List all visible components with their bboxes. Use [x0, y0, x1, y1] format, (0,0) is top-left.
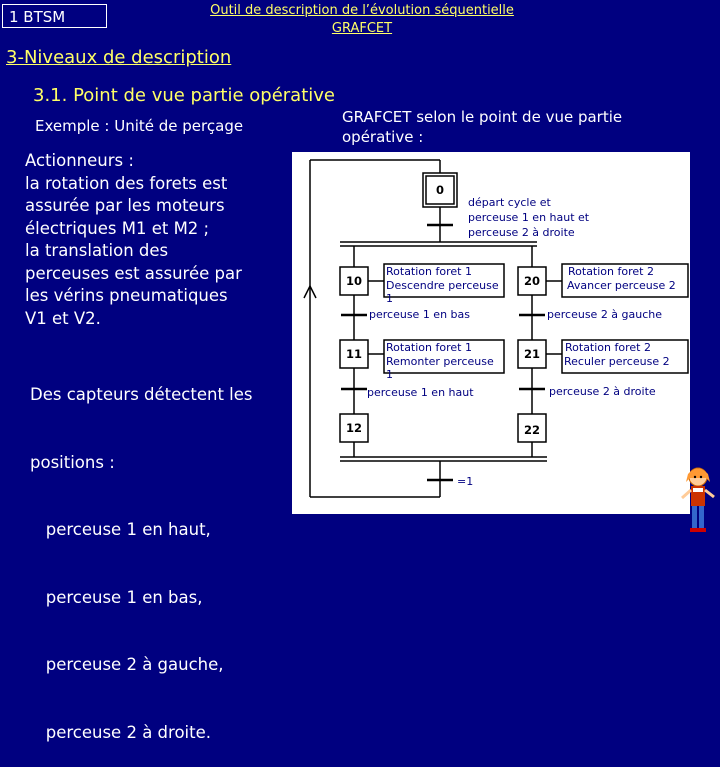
action-20-box	[561, 263, 689, 298]
subsection-title: 3.1. Point de vue partie opérative	[33, 85, 336, 106]
actuators-line: perceuses est assurée par	[25, 263, 242, 283]
actuators-line: les vérins pneumatiques	[25, 286, 228, 305]
action-20-line: Avancer perceuse 2	[567, 279, 676, 292]
cartoon-character-icon	[681, 467, 715, 532]
action-21-line: Rotation foret 2	[565, 341, 651, 354]
action-11-line: 1	[386, 368, 393, 381]
transition-0-line: perceuse 2 à droite	[468, 226, 575, 239]
step-10-label: 10	[346, 274, 362, 288]
header-subtitle[interactable]: GRAFCET	[331, 21, 393, 36]
action-11-line: Remonter perceuse	[386, 355, 494, 368]
step-20-label: 20	[524, 274, 540, 288]
actuators-line: la rotation des forets est	[25, 173, 228, 193]
action-10-line: Descendre perceuse	[386, 279, 499, 292]
grafcet-title-line2: opérative :	[342, 128, 424, 146]
sensors-line: positions :	[30, 452, 115, 472]
sensors-line: perceuse 1 en haut,	[30, 520, 211, 539]
section-title: 3-Niveaux de description	[6, 47, 232, 68]
step-12-label: 12	[346, 421, 362, 435]
transition-0-line: perceuse 1 en haut et	[468, 211, 590, 224]
actuators-line: Actionneurs :	[25, 151, 134, 170]
example-label: Exemple : Unité de perçage	[35, 117, 244, 135]
actuators-paragraph: Actionneurs : la rotation des forets est…	[25, 150, 242, 330]
sensors-paragraph: Des capteurs détectent les positions : p…	[30, 339, 253, 767]
step-0-box	[425, 175, 455, 205]
action-10-box	[383, 263, 505, 298]
actuators-line: électriques M1 et M2 ;	[25, 218, 210, 238]
grafcet-panel: 0 10 11 12 20 21 22 départ cycle et perc…	[292, 152, 690, 514]
action-20-line: Rotation foret 2	[568, 265, 654, 278]
sensors-line: Des capteurs détectent les	[30, 385, 253, 404]
grafcet-title-line1: GRAFCET selon le point de vue partie	[342, 108, 623, 126]
action-10-line: 1	[386, 292, 393, 305]
actuators-line: la translation des	[25, 241, 169, 260]
sensors-line: perceuse 2 à droite.	[30, 722, 211, 742]
grafcet-diagram: 0 10 11 12 20 21 22 départ cycle et perc…	[303, 159, 689, 498]
cartoon-figure	[678, 466, 718, 538]
actuators-line: assurée par les moteurs	[25, 196, 225, 215]
action-11-line: Rotation foret 1	[386, 341, 472, 354]
action-11-box	[383, 339, 505, 374]
header-title[interactable]: Outil de description de l’évolution séqu…	[210, 3, 514, 18]
actuators-line: V1 et V2.	[25, 308, 101, 328]
step-11-label: 11	[346, 347, 362, 361]
step-21-label: 21	[524, 347, 540, 361]
sensors-line: perceuse 1 en bas,	[30, 587, 203, 607]
transition-0-line: départ cycle et	[468, 196, 551, 209]
transition-10-label: perceuse 1 en bas	[369, 308, 470, 321]
return-arrow-icon	[303, 284, 317, 299]
transition-20-label: perceuse 2 à gauche	[547, 308, 662, 321]
transition-11-label: perceuse 1 en haut	[367, 386, 474, 399]
step-0-label: 0	[436, 183, 444, 197]
class-badge: 1 BTSM	[2, 4, 107, 28]
transition-21-label: perceuse 2 à droite	[549, 385, 656, 398]
transition-final-label: =1	[457, 475, 473, 488]
action-21-box	[561, 339, 689, 374]
action-10-line: Rotation foret 1	[386, 265, 472, 278]
step-22-label: 22	[524, 423, 540, 437]
sensors-line: perceuse 2 à gauche,	[30, 655, 224, 674]
action-21-line: Reculer perceuse 2	[564, 355, 670, 368]
